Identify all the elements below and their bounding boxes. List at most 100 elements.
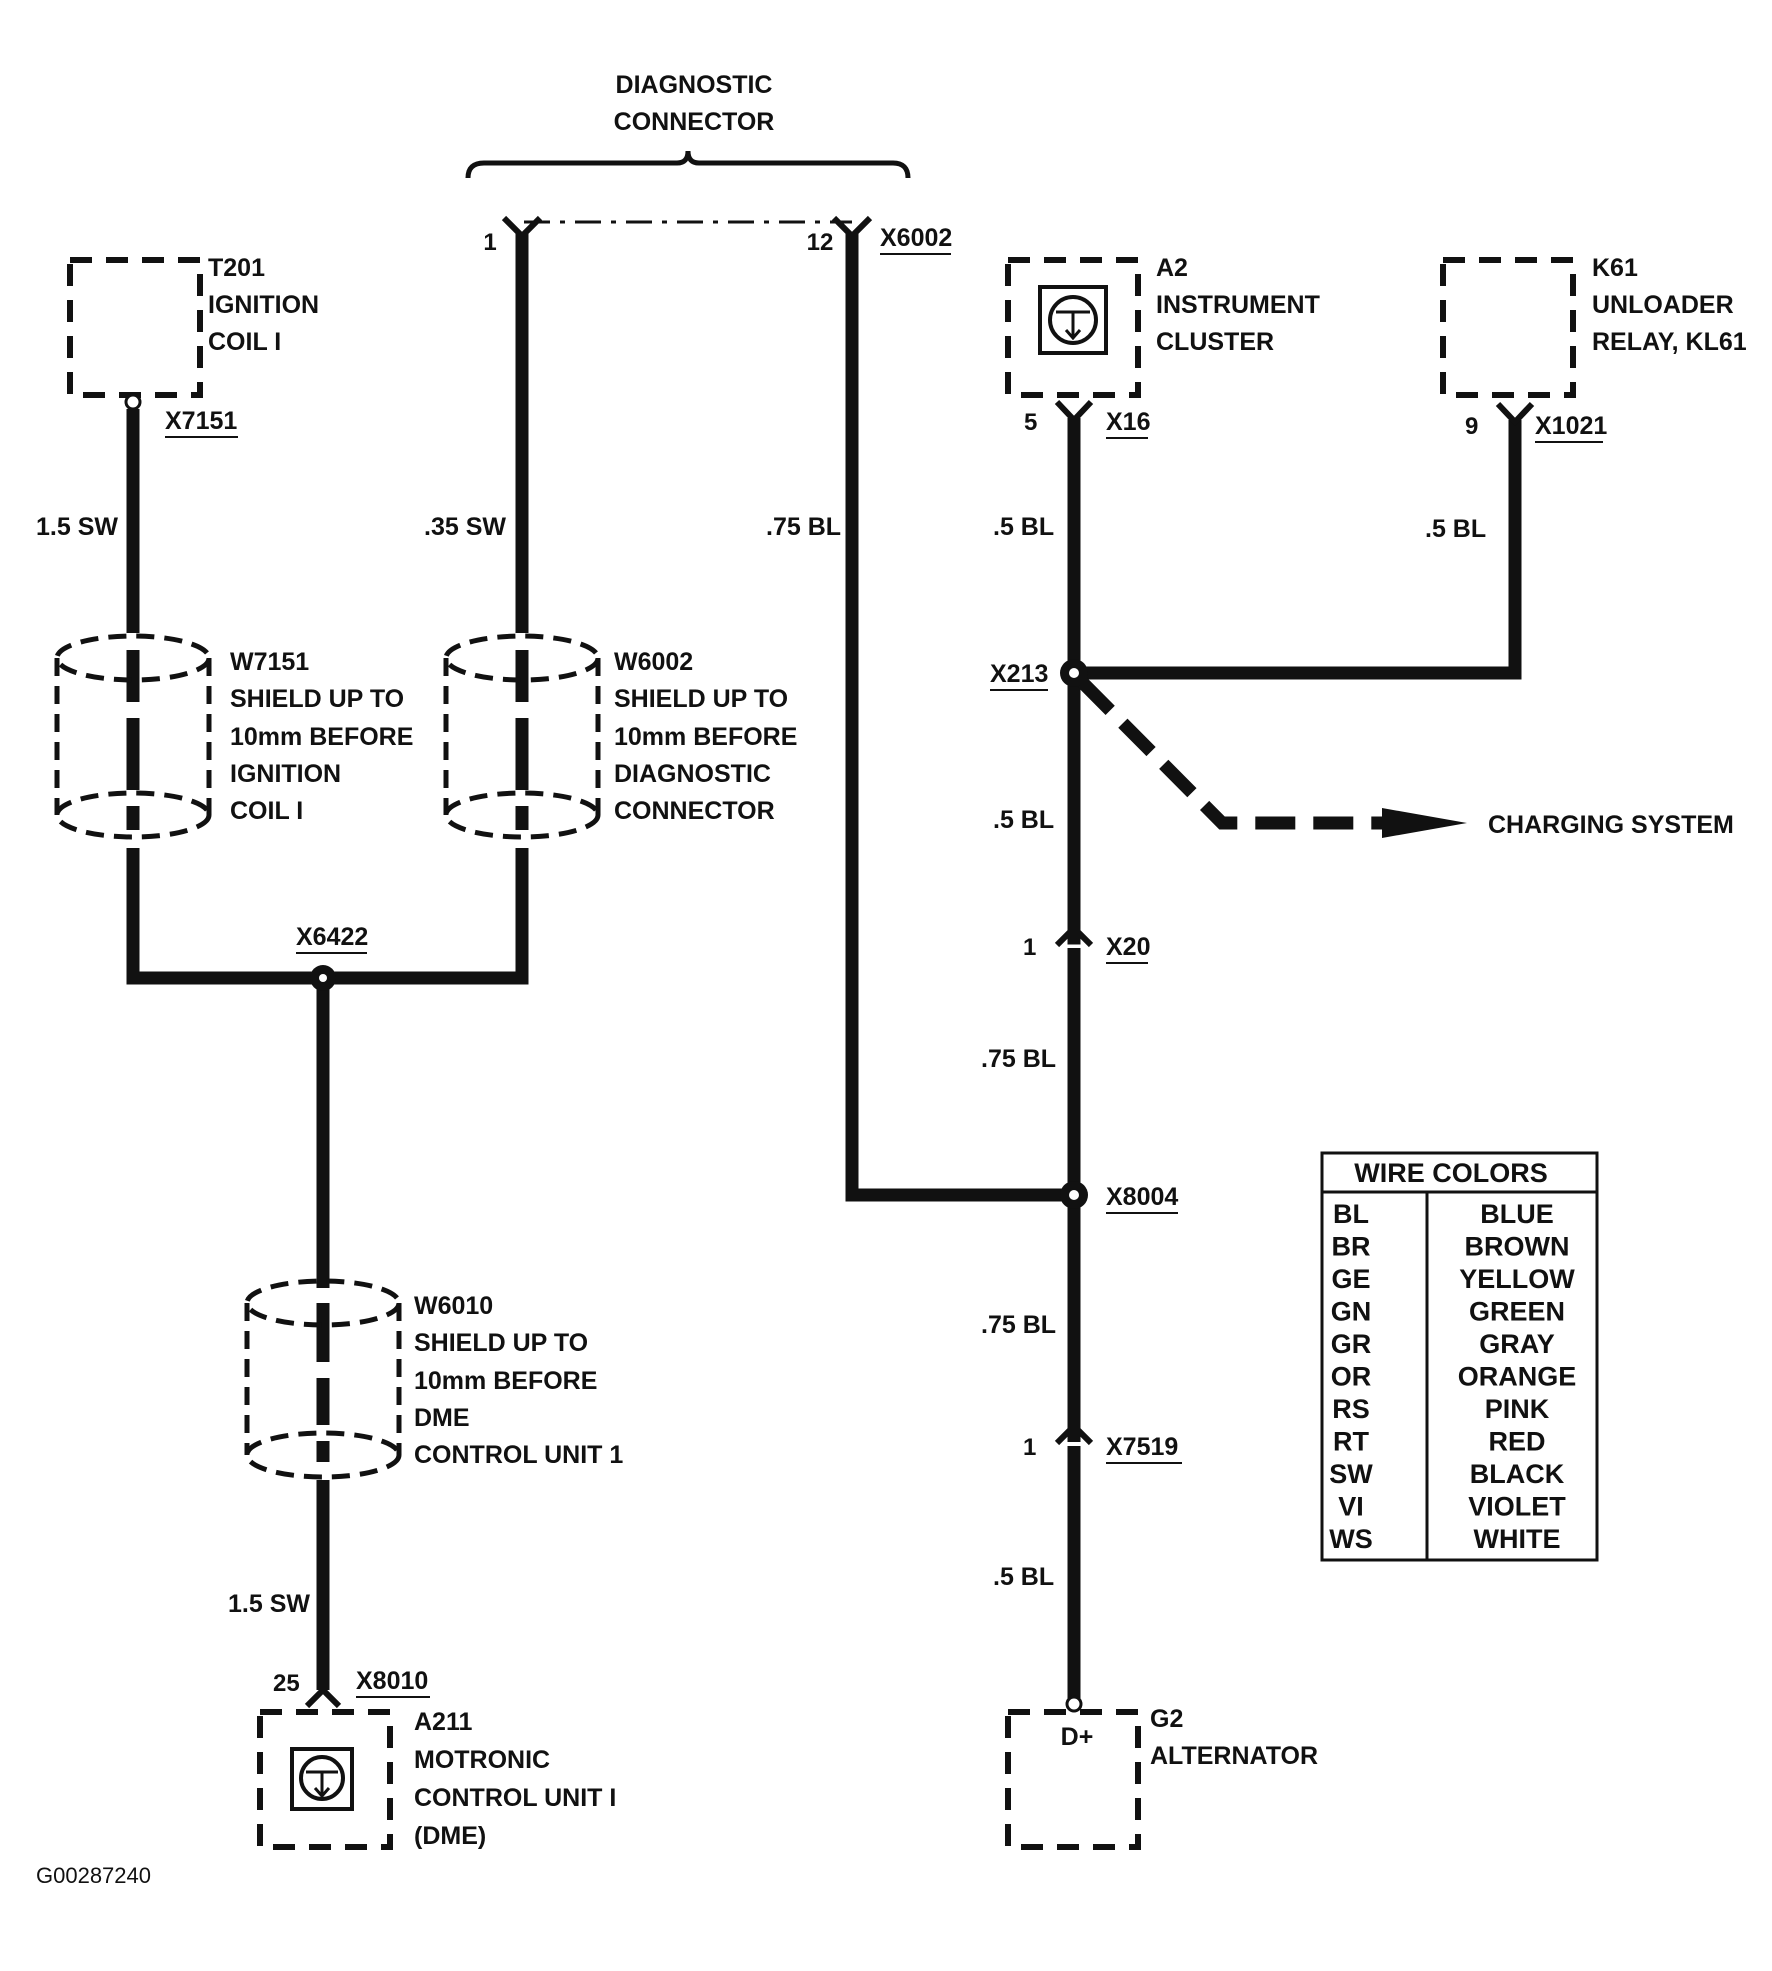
- a211-connector-id: X8010: [356, 1667, 428, 1695]
- legend-code: GR: [1331, 1329, 1372, 1359]
- wire-label-dme: 1.5 SW: [228, 1590, 310, 1618]
- w6010-label-3: 10mm BEFORE: [414, 1367, 597, 1395]
- splice-x8004-label: X8004: [1106, 1183, 1178, 1211]
- wire-label-x7519-down: .5 BL: [993, 1563, 1054, 1591]
- wire-label-k61: .5 BL: [1425, 515, 1486, 543]
- fork-icon: [1495, 401, 1535, 427]
- component-a2: A2 INSTRUMENT CLUSTER 5 X16: [1005, 254, 1320, 439]
- legend-color-name: BLUE: [1480, 1199, 1554, 1229]
- t201-box: [67, 257, 203, 398]
- wire-labels: 1.5 SW .35 SW .75 BL .5 BL .5 BL .5 BL .…: [36, 513, 1486, 1618]
- a211-label-4: (DME): [414, 1822, 486, 1850]
- wire-label-t201: 1.5 SW: [36, 513, 118, 541]
- wire-label-x8004-down: .75 BL: [981, 1311, 1056, 1339]
- arrow-right-icon: [1382, 808, 1467, 838]
- shield-w6010-labels: W6010 SHIELD UP TO 10mm BEFORE DME CONTR…: [414, 1292, 623, 1469]
- legend-code: GN: [1331, 1297, 1372, 1327]
- fork-icon: [304, 1685, 342, 1709]
- inline-connector-x20: 1 X20: [1023, 923, 1150, 964]
- wire-label-x213-down: .5 BL: [993, 806, 1054, 834]
- a2-label-2: INSTRUMENT: [1156, 291, 1320, 319]
- wires: [126, 232, 1522, 1700]
- t201-label-2: IGNITION: [208, 291, 319, 319]
- a2-icon-frame: [1038, 285, 1108, 355]
- diagram-id: G00287240: [36, 1863, 151, 1888]
- charging-system-label: CHARGING SYSTEM: [1488, 811, 1734, 839]
- a211-pin: 25: [273, 1670, 300, 1697]
- legend-color-name: BLACK: [1470, 1459, 1565, 1489]
- a2-pin: 5: [1024, 409, 1037, 436]
- legend-color-name: YELLOW: [1459, 1264, 1575, 1294]
- fork-icon: [1054, 399, 1094, 425]
- legend-color-name: ORANGE: [1458, 1362, 1577, 1392]
- splice-dot-center: [319, 974, 327, 982]
- k61-label-3: RELAY, KL61: [1592, 328, 1747, 356]
- w6002-label-2: SHIELD UP TO: [614, 685, 788, 713]
- a2-label-1: A2: [1156, 254, 1188, 282]
- k61-pin: 9: [1465, 413, 1478, 440]
- wire-t201-to-bus: [126, 848, 323, 985]
- wire-label-a2: .5 BL: [993, 513, 1054, 541]
- legend-code: BL: [1333, 1199, 1369, 1229]
- wire-label-diag-pin12: .75 BL: [766, 513, 841, 541]
- x7519-label: X7519: [1106, 1433, 1178, 1461]
- wire-label-x20-down: .75 BL: [981, 1045, 1056, 1073]
- component-t201: T201 IGNITION COIL I X7151: [67, 254, 319, 438]
- diag-pin-1: 1: [483, 229, 496, 256]
- t201-label-3: COIL I: [208, 328, 281, 356]
- component-a211: 25 X8010 A211 MOTRONIC CONTROL UNIT I (D…: [257, 1667, 616, 1850]
- legend-code: GE: [1331, 1264, 1370, 1294]
- legend-color-name: WHITE: [1474, 1524, 1561, 1554]
- shield-w7151: [54, 633, 212, 840]
- diagnostic-title-line1: DIAGNOSTIC: [616, 71, 773, 99]
- w6002-label-1: W6002: [614, 648, 693, 676]
- w7151-label-5: COIL I: [230, 797, 303, 825]
- g2-label-2: ALTERNATOR: [1150, 1742, 1318, 1770]
- a2-box: [1005, 257, 1141, 398]
- k61-connector-id: X1021: [1535, 412, 1607, 440]
- shield-w6010: [244, 1278, 402, 1480]
- splice-x6422: X6422: [296, 923, 368, 991]
- a2-label-3: CLUSTER: [1156, 328, 1274, 356]
- x20-pin: 1: [1023, 934, 1036, 961]
- charging-system-link: CHARGING SYSTEM: [1077, 677, 1734, 839]
- legend-code: RT: [1333, 1427, 1369, 1457]
- wire-label-diag-pin1: .35 SW: [424, 513, 506, 541]
- diagnostic-title-line2: CONNECTOR: [614, 108, 775, 136]
- x7519-pin: 1: [1023, 1434, 1036, 1461]
- x20-label: X20: [1106, 933, 1150, 961]
- legend-title: WIRE COLORS: [1354, 1158, 1548, 1188]
- shield-w6002: [443, 633, 601, 840]
- legend-color-name: GRAY: [1479, 1329, 1555, 1359]
- fork-icon: [1054, 923, 1094, 948]
- legend-code: SW: [1329, 1459, 1373, 1489]
- wire-diag-pin12: [845, 232, 1074, 1202]
- g2-label-1: G2: [1150, 1705, 1183, 1733]
- splice-x6422-label: X6422: [296, 923, 368, 951]
- fork-icon: [1054, 1421, 1094, 1446]
- g2-terminal: [1065, 1695, 1083, 1713]
- legend-code: OR: [1331, 1362, 1372, 1392]
- splice-dot-center: [1069, 1190, 1079, 1200]
- legend-color-name: BROWN: [1465, 1232, 1570, 1262]
- diag-pin-12: 12: [807, 229, 834, 256]
- charging-dashed-wire: [1077, 677, 1382, 830]
- splice-dot-center: [1069, 668, 1079, 678]
- diagnostic-connector: DIAGNOSTIC CONNECTOR 1 12 X6002: [465, 71, 952, 256]
- w7151-label-2: SHIELD UP TO: [230, 685, 404, 713]
- legend-color-name: VIOLET: [1468, 1492, 1566, 1522]
- legend-code: RS: [1332, 1394, 1370, 1424]
- component-g2: D+ G2 ALTERNATOR: [1005, 1695, 1318, 1850]
- gauge-icon: [1048, 295, 1098, 345]
- gauge-icon: [299, 1755, 345, 1801]
- a211-label-1: A211: [414, 1708, 472, 1736]
- wire-k61: [1074, 420, 1522, 680]
- g2-terminal-label: D+: [1061, 1723, 1094, 1751]
- a211-box: [257, 1709, 393, 1850]
- t201-label-1: T201: [208, 254, 265, 282]
- legend-code: VI: [1338, 1492, 1364, 1522]
- legend-frame: [1320, 1151, 1599, 1562]
